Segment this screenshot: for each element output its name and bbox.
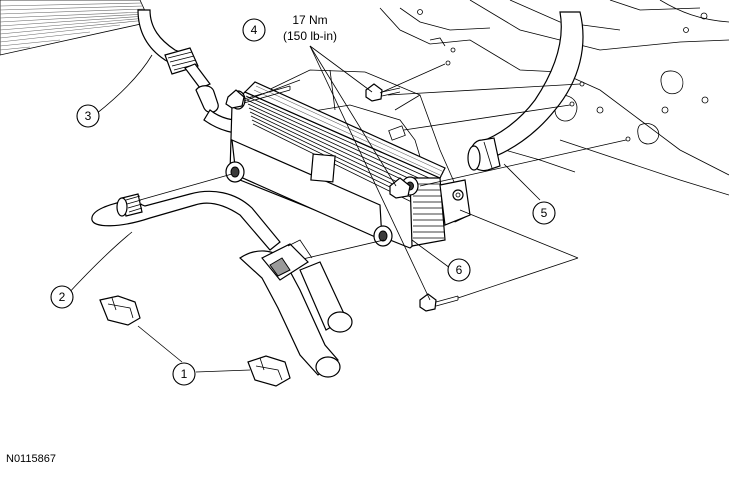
figure-id: N0115867	[6, 453, 56, 465]
bolt-side	[389, 177, 411, 199]
leader-lines	[65, 45, 541, 373]
callout-2-number: 2	[59, 290, 66, 304]
torque-value-nm: 17 Nm	[292, 13, 327, 27]
clip-upper	[99, 295, 141, 326]
cooler-fitting-lower-left	[225, 161, 245, 183]
torque-value-lbin: (150 lb-in)	[283, 29, 337, 43]
callout-4-number: 4	[251, 23, 258, 37]
callout-3-number: 3	[85, 109, 92, 123]
cooler-fitting-lower-right	[373, 225, 393, 247]
callout-5-number: 5	[541, 206, 548, 220]
bolt-upper-left	[225, 85, 291, 109]
alignment-lines	[139, 47, 631, 299]
callout-3: 3	[76, 104, 100, 128]
callout-5: 5	[532, 201, 556, 225]
callout-1-number: 1	[181, 367, 188, 381]
bolt-lower	[419, 293, 459, 312]
clip-lower	[247, 355, 291, 387]
oil-cooler-assembly	[225, 81, 471, 249]
callout-4: 4	[242, 18, 266, 42]
callout-1: 1	[172, 362, 196, 386]
hose-5	[467, 11, 584, 172]
frame-structure	[257, 0, 729, 223]
callout-2: 2	[50, 285, 74, 309]
radiator-core	[0, 0, 151, 56]
torque-spec-label: 17 Nm (150 lb-in)	[283, 13, 337, 43]
tube-2	[91, 190, 353, 378]
bolt-upper-right	[365, 83, 401, 102]
callout-6: 6	[447, 258, 471, 282]
callout-6-number: 6	[456, 263, 463, 277]
